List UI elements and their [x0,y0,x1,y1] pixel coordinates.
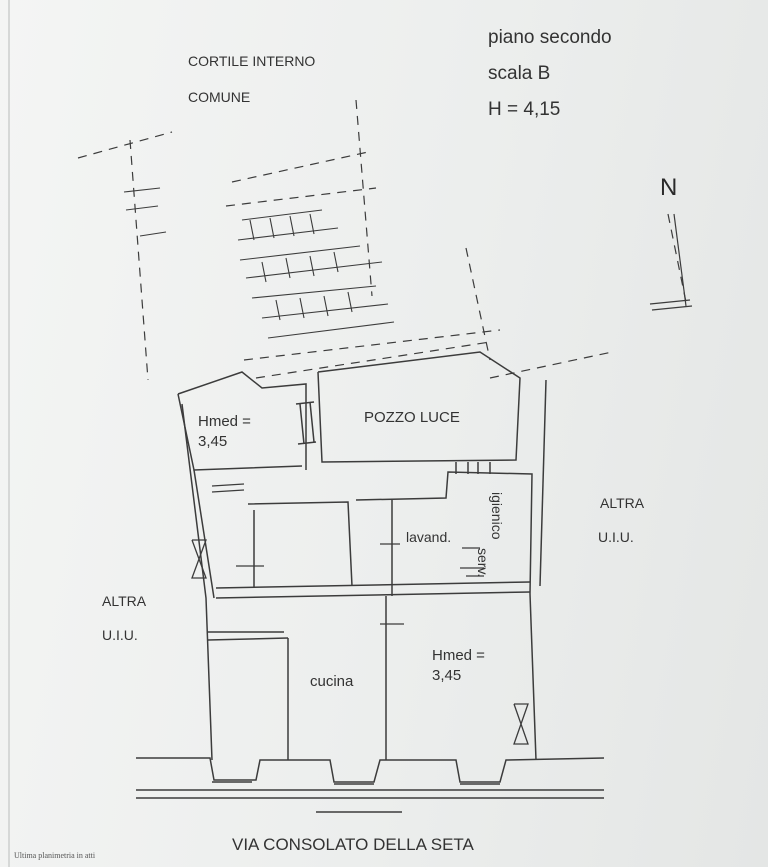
bathroom-label-line2: igienico [489,492,505,540]
stair-hatching [123,187,395,339]
other-unit-right-line2: U.I.U. [598,529,634,545]
stair-label: scala B [488,63,551,84]
footnote: Ultima planimetria in atti [14,851,96,860]
hmed-label-top: Hmed = [198,413,251,430]
wall-ticks [211,483,484,625]
bathroom-label-line1: serv. [475,548,491,578]
courtyard-dashed-outlines [77,99,687,381]
paper-fold [8,0,10,867]
hmed-value-top: 3,45 [198,433,228,450]
north-arrow [649,213,693,311]
other-unit-left-line2: U.I.U. [102,627,138,643]
other-unit-right-line1: ALTRA [600,495,645,511]
street-label: VIA CONSOLATO DELLA SETA [232,835,474,854]
hmed-value-right: 3,45 [432,667,462,684]
courtyard-label-line2: COMUNE [188,89,251,105]
other-unit-left-line1: ALTRA [102,593,147,609]
apartment-walls [177,351,547,761]
laundry-label: lavand. [406,529,452,545]
height-label: H = 4,15 [488,99,561,120]
kitchen-label: cucina [310,673,354,690]
street-facade [136,757,605,813]
courtyard-label-line1: CORTILE INTERNO [188,53,316,69]
north-label: N [660,174,678,201]
floor-label: piano secondo [488,27,612,48]
hmed-label-right: Hmed = [432,647,485,664]
light-well-label: POZZO LUCE [364,409,460,426]
window-symbols [191,539,529,745]
